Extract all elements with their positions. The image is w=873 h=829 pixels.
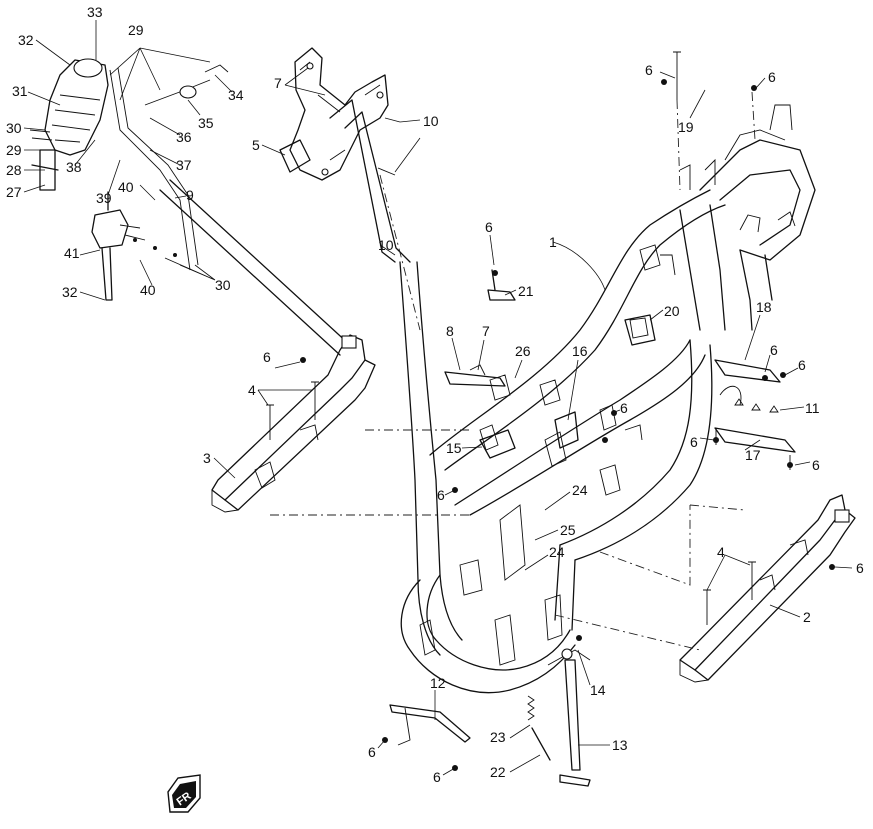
callout-25: 25 [560, 522, 576, 538]
callout-37: 37 [176, 157, 192, 173]
callout-6-left: 6 [263, 349, 271, 365]
callout-27: 27 [6, 184, 22, 200]
callout-7-middle: 7 [482, 323, 490, 339]
callout-36: 36 [176, 129, 192, 145]
callout-32-top: 32 [18, 32, 34, 48]
callout-17: 17 [745, 447, 761, 463]
callout-8: 8 [446, 323, 454, 339]
callout-2: 2 [803, 609, 811, 625]
callout-29-top: 29 [128, 22, 144, 38]
front-diagonal-tube [159, 179, 351, 356]
callout-20: 20 [664, 303, 680, 319]
callout-6-lower-center: 6 [437, 487, 445, 503]
callout-4-left: 4 [248, 382, 256, 398]
hoses-and-clamps [109, 64, 229, 271]
callout-30-lower: 30 [215, 277, 231, 293]
callout-14: 14 [590, 682, 606, 698]
callout-35: 35 [198, 115, 214, 131]
callout-40-lower: 40 [140, 282, 156, 298]
callout-6-right-b: 6 [798, 357, 806, 373]
callout-30-left: 30 [6, 120, 22, 136]
callout-6-stand-left: 6 [368, 744, 376, 760]
callout-12: 12 [430, 675, 446, 691]
callout-19: 19 [678, 119, 694, 135]
assembly-centerlines [270, 91, 756, 651]
callout-10-top: 10 [423, 113, 439, 129]
callout-15: 15 [446, 440, 462, 456]
callout-26: 26 [515, 343, 531, 359]
callout-6-center: 6 [620, 400, 628, 416]
callout-10-middle: 10 [378, 237, 394, 253]
callout-6-stand-right: 6 [433, 769, 441, 785]
callout-18: 18 [756, 299, 772, 315]
stand-spring [527, 695, 551, 761]
callout-9: 9 [186, 187, 194, 203]
side-stand [389, 704, 471, 746]
front-direction-arrow-icon: FR [167, 774, 201, 813]
main-stand [547, 648, 591, 787]
callout-6-rear-left: 6 [645, 62, 653, 78]
callout-23: 23 [490, 729, 506, 745]
upper-headstock-bracket [279, 47, 389, 181]
callout-24-upper: 24 [572, 482, 588, 498]
main-frame [329, 99, 816, 694]
callout-6-upper-center: 6 [485, 219, 493, 235]
callout-13: 13 [612, 737, 628, 753]
callout-24-lower: 24 [549, 544, 565, 560]
left-footrest-bracket [211, 334, 376, 513]
callout-6-right-d: 6 [812, 457, 820, 473]
callout-33: 33 [87, 4, 103, 20]
small-brackets [444, 269, 796, 459]
callout-11: 11 [805, 400, 820, 416]
callout-29-left: 29 [6, 142, 22, 158]
callout-39: 39 [96, 190, 112, 206]
callout-6-far-right: 6 [856, 560, 864, 576]
callout-40-upper: 40 [118, 179, 134, 195]
rear-shock-assembly [29, 58, 109, 191]
callout-41: 41 [64, 245, 80, 261]
callout-1: 1 [549, 234, 557, 250]
callout-6-right-c: 6 [690, 434, 698, 450]
leader-lines [23, 20, 853, 776]
callout-31: 31 [12, 83, 28, 99]
callout-6-rear-right: 6 [768, 69, 776, 85]
callout-3: 3 [203, 450, 211, 466]
callout-5: 5 [252, 137, 260, 153]
callout-32-bottom: 32 [62, 284, 78, 300]
right-footrest-bracket [679, 494, 856, 683]
callout-21: 21 [518, 283, 534, 299]
callout-6-right-a: 6 [770, 342, 778, 358]
callout-22: 22 [490, 764, 506, 780]
callout-34: 34 [228, 87, 244, 103]
callout-16: 16 [572, 343, 588, 359]
callout-7-top: 7 [274, 75, 282, 91]
callout-4-right: 4 [717, 544, 725, 560]
callout-labels: 33 32 29 34 35 31 30 29 28 27 38 39 36 3… [6, 4, 864, 785]
fuel-pump-unit [91, 191, 146, 301]
callout-38: 38 [66, 159, 82, 175]
callout-28: 28 [6, 162, 22, 178]
